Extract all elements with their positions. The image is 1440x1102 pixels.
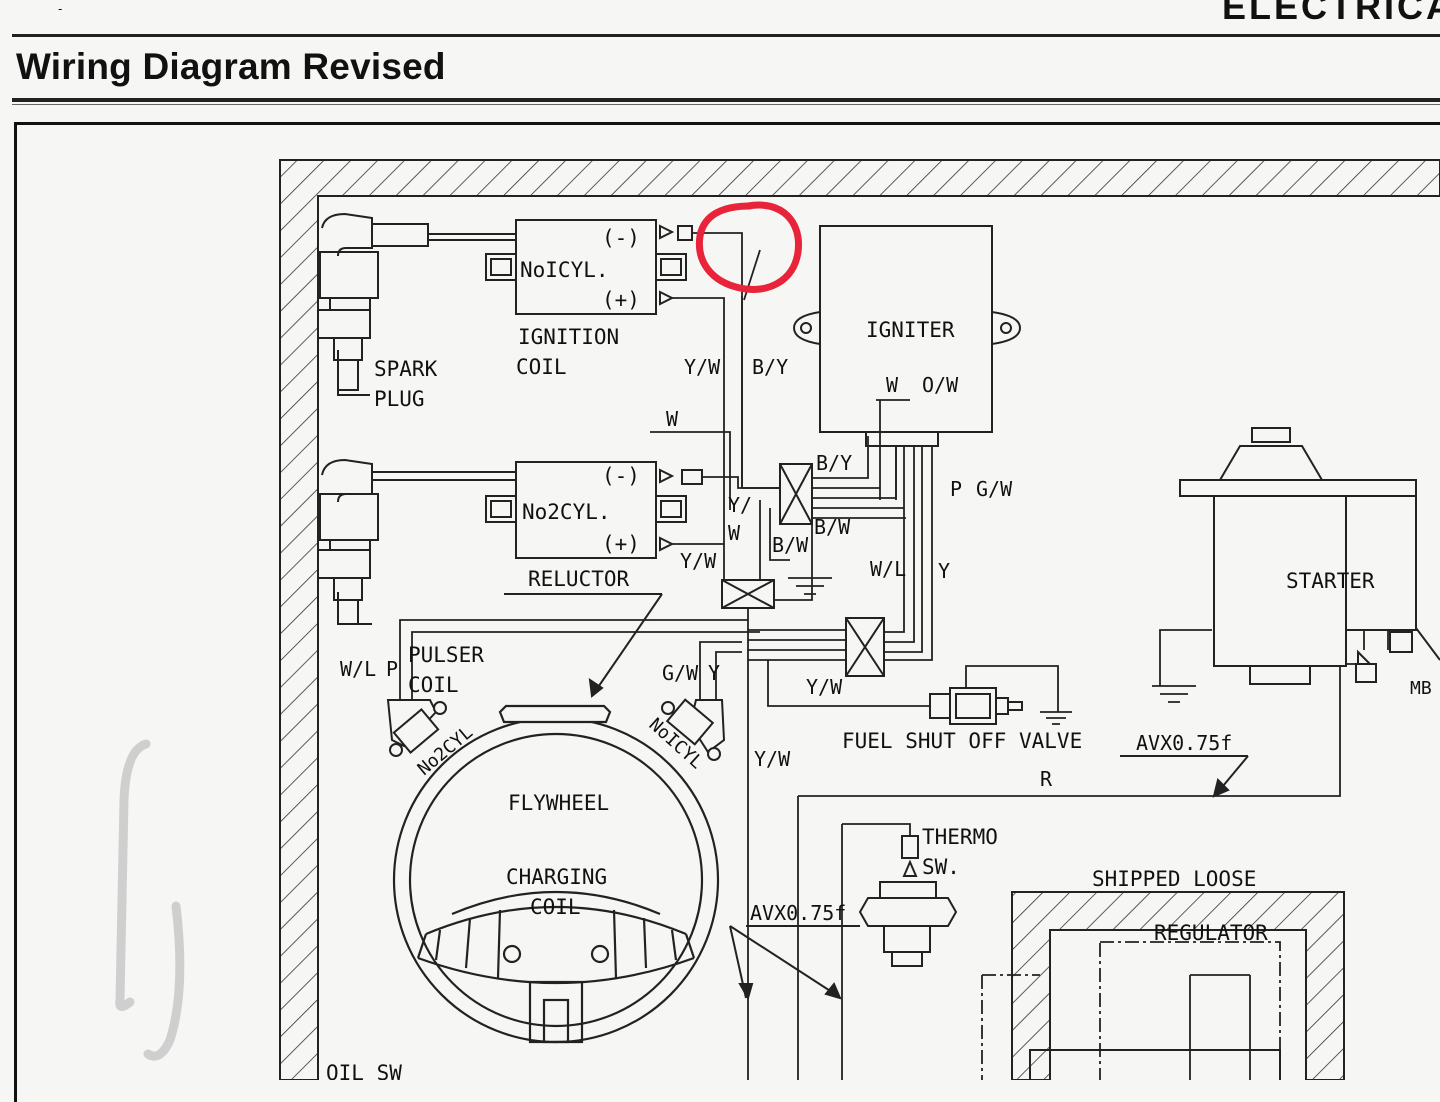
page-title: Wiring Diagram Revised [16,46,446,87]
wire-yw-4: Y/W [754,747,791,771]
wire-yw-3: Y/W [806,675,843,699]
label-thermo: THERMO [922,825,998,849]
label-shipped-loose: SHIPPED LOOSE [1092,867,1256,891]
label-no1cyl: NoICYL. [520,258,609,282]
label-no1-minus: (-) [602,226,640,250]
label-oil-sw: OIL SW [326,1061,402,1080]
ignition-coil-no1 [485,219,693,315]
igniter [792,225,1022,447]
wire-wl-2: W/L [340,657,376,681]
label-pulser-coil: COIL [408,673,459,697]
wire-gw-2: G/W [662,661,699,685]
header-rule-bottom [12,98,1440,102]
label-igniter: IGNITER [866,318,955,342]
flywheel [392,704,720,1044]
wire-y-slash: Y/ [728,493,752,517]
wire-by-1: B/Y [752,355,788,379]
wire-w-1: W [666,407,679,431]
label-ignition: IGNITION [518,325,619,349]
label-ignition-coil: COIL [516,355,567,379]
label-no1-plus: (+) [602,288,640,312]
label-thermo-sw: SW. [922,855,960,879]
wire-w-2: W [886,373,899,397]
spark-plug-1 [317,212,516,396]
engine-housing-hatch [279,159,1440,1080]
section-title: ELECTRICA [1222,0,1440,27]
label-no2cyl: No2CYL. [522,500,611,524]
thermo-switch [858,835,958,967]
red-highlight-circle [695,201,802,293]
label-mb: MB [1410,678,1432,699]
diagram-labels: NoICYL. No2CYL. (-) (+) (-) (+) IGNITION… [326,226,1432,1080]
starter-motor [1179,427,1440,685]
label-charging: CHARGING [506,865,607,889]
ignition-coil-no2 [485,461,703,559]
label-fuel-valve: FUEL SHUT OFF VALVE [842,729,1082,753]
pencil-mark [115,739,185,1061]
diagram-frame [14,122,1440,1102]
wire-bw-1: B/W [814,515,851,539]
wire-avx-center: AVX0.75f [750,901,846,925]
label-pulser: PULSER [408,643,484,667]
wire-y-1: Y [938,559,950,583]
wire-r: R [1040,767,1053,791]
label-plug: PLUG [374,387,425,411]
spark-plug-2 [317,458,516,625]
label-reluctor: RELUCTOR [528,567,630,591]
wire-avx-right: AVX0.75f [1136,731,1232,755]
wire-p-2: P [386,657,398,681]
wire-p-1: P [950,477,962,501]
pulser-coil-no1 [661,698,726,761]
wire-by-2: B/Y [816,451,852,475]
label-no2-plus: (+) [602,532,640,556]
wire-yw-1: Y/W [684,355,721,379]
connectors [721,463,885,677]
wire-yw-2: Y/W [680,549,717,573]
label-regulator: REGULATOR [1154,921,1268,945]
wire-w-3: W [728,521,741,545]
pulser-coil-no2 [386,699,447,757]
wire-gw-1: G/W [976,477,1013,501]
header-rule-bottom-thin [12,104,1440,105]
header-rule-top [12,34,1440,37]
label-spark: SPARK [374,357,438,381]
label-starter: STARTER [1286,569,1375,593]
wire-ow: O/W [922,373,959,397]
wire-bw-2: B/W [772,533,809,557]
wire-y-2: Y [708,661,720,685]
leader-arrows [504,593,1249,1001]
label-charging-coil: COIL [530,895,581,919]
page-speck: - [58,2,63,16]
wire-wl-1: W/L [870,557,906,581]
label-no2-minus: (-) [602,464,640,488]
fuel-shut-off-valve [929,687,1023,725]
shipped-loose-housing [981,891,1345,1080]
label-flywheel: FLYWHEEL [508,791,609,815]
